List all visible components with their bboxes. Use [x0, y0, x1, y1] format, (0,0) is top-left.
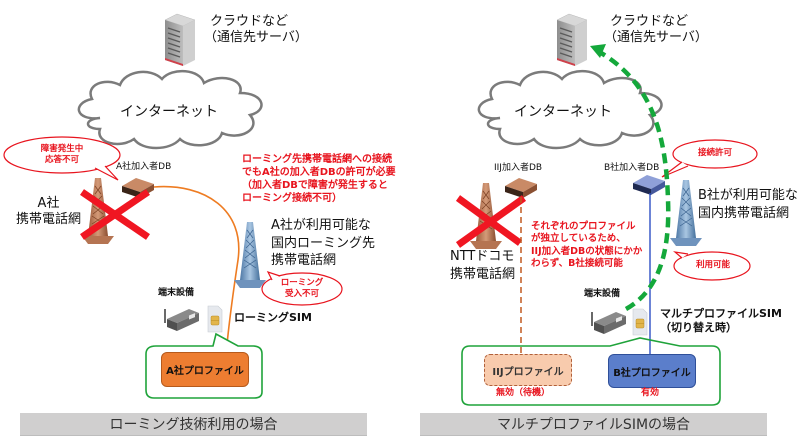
multi-profile-note: それぞれのプロファイル が独立しているため、 IIJ加入者DBの状態にかか わら… — [531, 221, 642, 270]
roaming-note-line: （加入者DBで障害が発生すると — [242, 180, 388, 191]
terminal-device-label: 端末設備 — [158, 288, 195, 298]
failure-x-mark — [80, 189, 150, 240]
cloud-server-icon — [556, 13, 588, 67]
b-profile-status: 有効 — [641, 388, 660, 398]
internet-label: インターネット — [120, 104, 218, 120]
multi-profile-sim-line1: マルチプロファイルSIM — [660, 307, 782, 320]
roaming-bubble-line2: 受入不可 — [284, 288, 319, 299]
cloud-label-line2: （通信先サーバ） — [604, 30, 708, 46]
failure-bubble-text: 障害発生中 応答不可 — [22, 144, 102, 165]
b-profile-box: B社プロファイル — [608, 354, 696, 388]
multi-profile-note-line: わらず、B社接続可能 — [531, 258, 623, 270]
ntt-network-line1: NTTドコモ — [450, 249, 515, 264]
b-subscriber-db-icon — [633, 175, 665, 195]
b-network-line1: B社が利用可能な — [698, 188, 798, 203]
roaming-note-line: でもA社の加入者DBの許可が必要 — [242, 167, 396, 178]
roaming-sim-label: ローミングSIM — [234, 311, 312, 324]
b-db-label: B社加入者DB — [604, 163, 660, 173]
multi-profile-note-line: それぞれのプロファイル — [531, 221, 636, 232]
roaming-bubble-text: ローミング 受入不可 — [266, 278, 338, 299]
cloud-label-line2: （通信先サーバ） — [204, 30, 308, 46]
multi-profile-sim-line2: （切り替え時） — [660, 320, 737, 334]
roaming-note-line: ローミング接続不可） — [242, 193, 342, 204]
roaming-note: ローミング先携帯電話網への接続 でもA社の加入者DBの許可が必要 （加入者DBで… — [242, 153, 396, 205]
roaming-network-line3: 携帯電話網 — [271, 253, 337, 269]
terminal-device-icon — [164, 308, 200, 332]
roaming-network-tower-icon — [234, 222, 266, 288]
active-data-path — [594, 48, 671, 311]
available-speech-bubble — [673, 251, 751, 281]
multi-profile-note-line: が独立しているため、 — [531, 233, 626, 245]
b-network-line2: 国内携帯電話網 — [698, 205, 790, 221]
cloud-label-line1: クラウドなど — [610, 14, 689, 29]
multi-profile-sim-label: マルチプロファイルSIM （切り替え時） — [660, 307, 782, 335]
right-panel-caption: マルチプロファイルSIMの場合 — [420, 413, 767, 436]
a-network-label: A社 携帯電話網 — [16, 196, 81, 229]
roaming-bubble-line1: ローミング — [280, 278, 324, 288]
failure-speech-bubble — [3, 136, 121, 181]
cloud-label: クラウドなど （通信先サーバ） — [604, 14, 708, 47]
roaming-connection-line — [153, 185, 240, 357]
left-panel-caption: ローミング技術利用の場合 — [20, 413, 367, 436]
roaming-network-line1: A社が利用可能な — [271, 218, 371, 233]
active-path-arrowhead — [590, 44, 606, 58]
internet-label: インターネット — [514, 104, 612, 120]
iij-profile-box: IIJプロファイル — [484, 354, 572, 386]
iij-db-label: IIJ加入者DB — [494, 163, 543, 173]
b-network-label: B社が利用可能な 国内携帯電話網 — [698, 187, 798, 222]
roaming-network-line2: 国内ローミング先 — [271, 235, 376, 251]
iij-subscriber-db-icon — [505, 178, 537, 198]
failure-x-mark — [455, 195, 527, 248]
roaming-network-label: A社が利用可能な 国内ローミング先 携帯電話網 — [271, 217, 375, 270]
terminal-device-icon — [591, 311, 627, 335]
roaming-sim-icon — [207, 305, 223, 333]
cloud-label: クラウドなど （通信先サーバ） — [204, 14, 308, 47]
available-bubble-text: 利用可能 — [695, 260, 730, 270]
a-profile-box: A社プロファイル — [161, 352, 249, 387]
roaming-refused-speech-bubble — [261, 270, 343, 306]
sim-profile-frame — [461, 337, 721, 406]
a-network-label-line1: A社 — [37, 196, 60, 211]
roaming-note-line: ローミング先携帯電話網への接続 — [242, 154, 392, 165]
permit-bubble-text: 接続許可 — [697, 148, 732, 158]
ntt-network-line2: 携帯電話網 — [450, 266, 516, 282]
b-network-tower-icon — [670, 180, 702, 246]
ntt-network-label: NTTドコモ 携帯電話網 — [450, 248, 515, 283]
cloud-label-line1: クラウドなど — [210, 14, 289, 29]
terminal-device-label: 端末設備 — [584, 289, 621, 299]
cloud-server-icon — [164, 13, 196, 67]
failure-bubble-line1: 障害発生中 — [40, 144, 84, 154]
multi-profile-note-line: IIJ加入者DBの状態にかか — [531, 245, 643, 257]
iij-profile-status: 無効（待機） — [496, 388, 551, 398]
a-network-label-line2: 携帯電話網 — [16, 212, 82, 228]
a-db-label: A社加入者DB — [116, 162, 172, 172]
multi-profile-sim-icon — [632, 308, 648, 336]
failure-bubble-line2: 応答不可 — [44, 154, 79, 165]
